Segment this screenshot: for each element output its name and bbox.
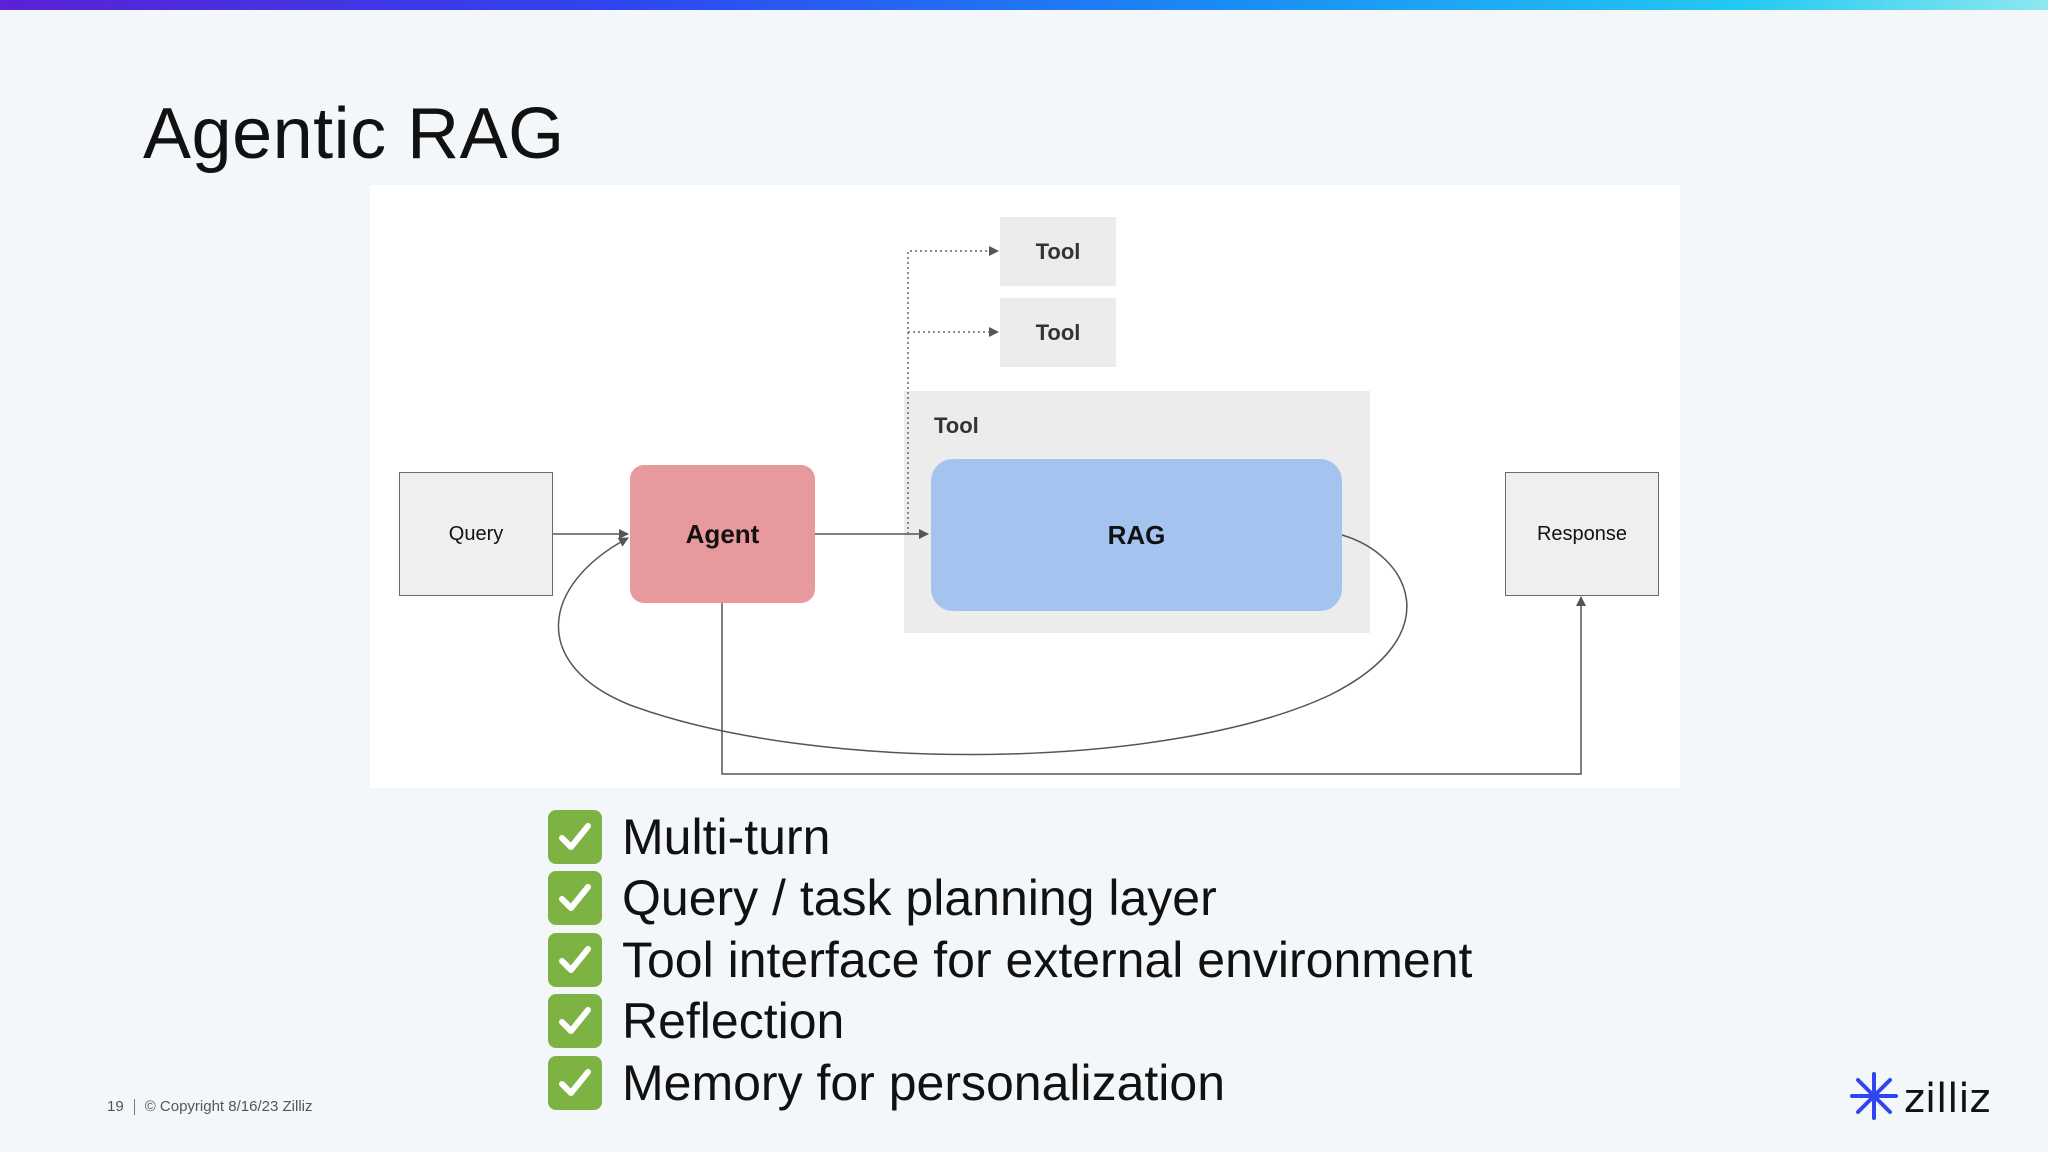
slide-footer: 19 © Copyright 8/16/23 Zilliz bbox=[107, 1098, 312, 1115]
rag-box: RAG bbox=[931, 459, 1342, 611]
response-box: Response bbox=[1505, 472, 1659, 596]
checkmark-icon bbox=[548, 994, 602, 1049]
checkmark-icon bbox=[548, 809, 602, 864]
diagram-connectors bbox=[553, 246, 1586, 775]
checkmark-icon bbox=[548, 1055, 602, 1110]
top-gradient-bar bbox=[0, 0, 2048, 10]
checklist-item-text: Reflection bbox=[622, 993, 845, 1050]
checklist-item: Reflection bbox=[548, 991, 1472, 1053]
page-number: 19 bbox=[107, 1098, 124, 1115]
zilliz-logo: zilliz bbox=[1848, 1070, 1990, 1127]
checklist-item: Query / task planning layer bbox=[548, 868, 1472, 930]
checklist-item: Tool interface for external environment bbox=[548, 929, 1472, 991]
tool-group-label: Tool bbox=[934, 413, 979, 438]
query-box: Query bbox=[399, 472, 553, 596]
checkmark-icon bbox=[548, 932, 602, 987]
logo-text: zilliz bbox=[1904, 1075, 1991, 1122]
zilliz-star-icon bbox=[1848, 1070, 1900, 1127]
agentic-rag-diagram: Tool Query Agent Tool Tool RAG Response bbox=[370, 185, 1680, 788]
checklist-item-text: Memory for personalization bbox=[622, 1054, 1226, 1111]
tool-box-1: Tool bbox=[1000, 217, 1116, 286]
reflection-loop-arrow bbox=[557, 534, 1408, 756]
checklist-item: Memory for personalization bbox=[548, 1052, 1472, 1114]
page-title: Agentic RAG bbox=[143, 94, 565, 174]
footer-divider bbox=[133, 1098, 135, 1115]
feature-checklist: Multi-turn Query / task planning layer T… bbox=[548, 806, 1472, 1114]
agent-box: Agent bbox=[630, 465, 815, 603]
agent-to-response-arrow bbox=[721, 596, 1586, 775]
checklist-item-text: Multi-turn bbox=[622, 808, 831, 865]
copyright-text: © Copyright 8/16/23 Zilliz bbox=[144, 1098, 313, 1115]
checklist-item-text: Query / task planning layer bbox=[622, 870, 1217, 927]
checklist-item-text: Tool interface for external environment bbox=[622, 931, 1473, 988]
tool-box-2: Tool bbox=[1000, 298, 1116, 367]
checklist-item: Multi-turn bbox=[548, 806, 1472, 868]
checkmark-icon bbox=[548, 871, 602, 926]
